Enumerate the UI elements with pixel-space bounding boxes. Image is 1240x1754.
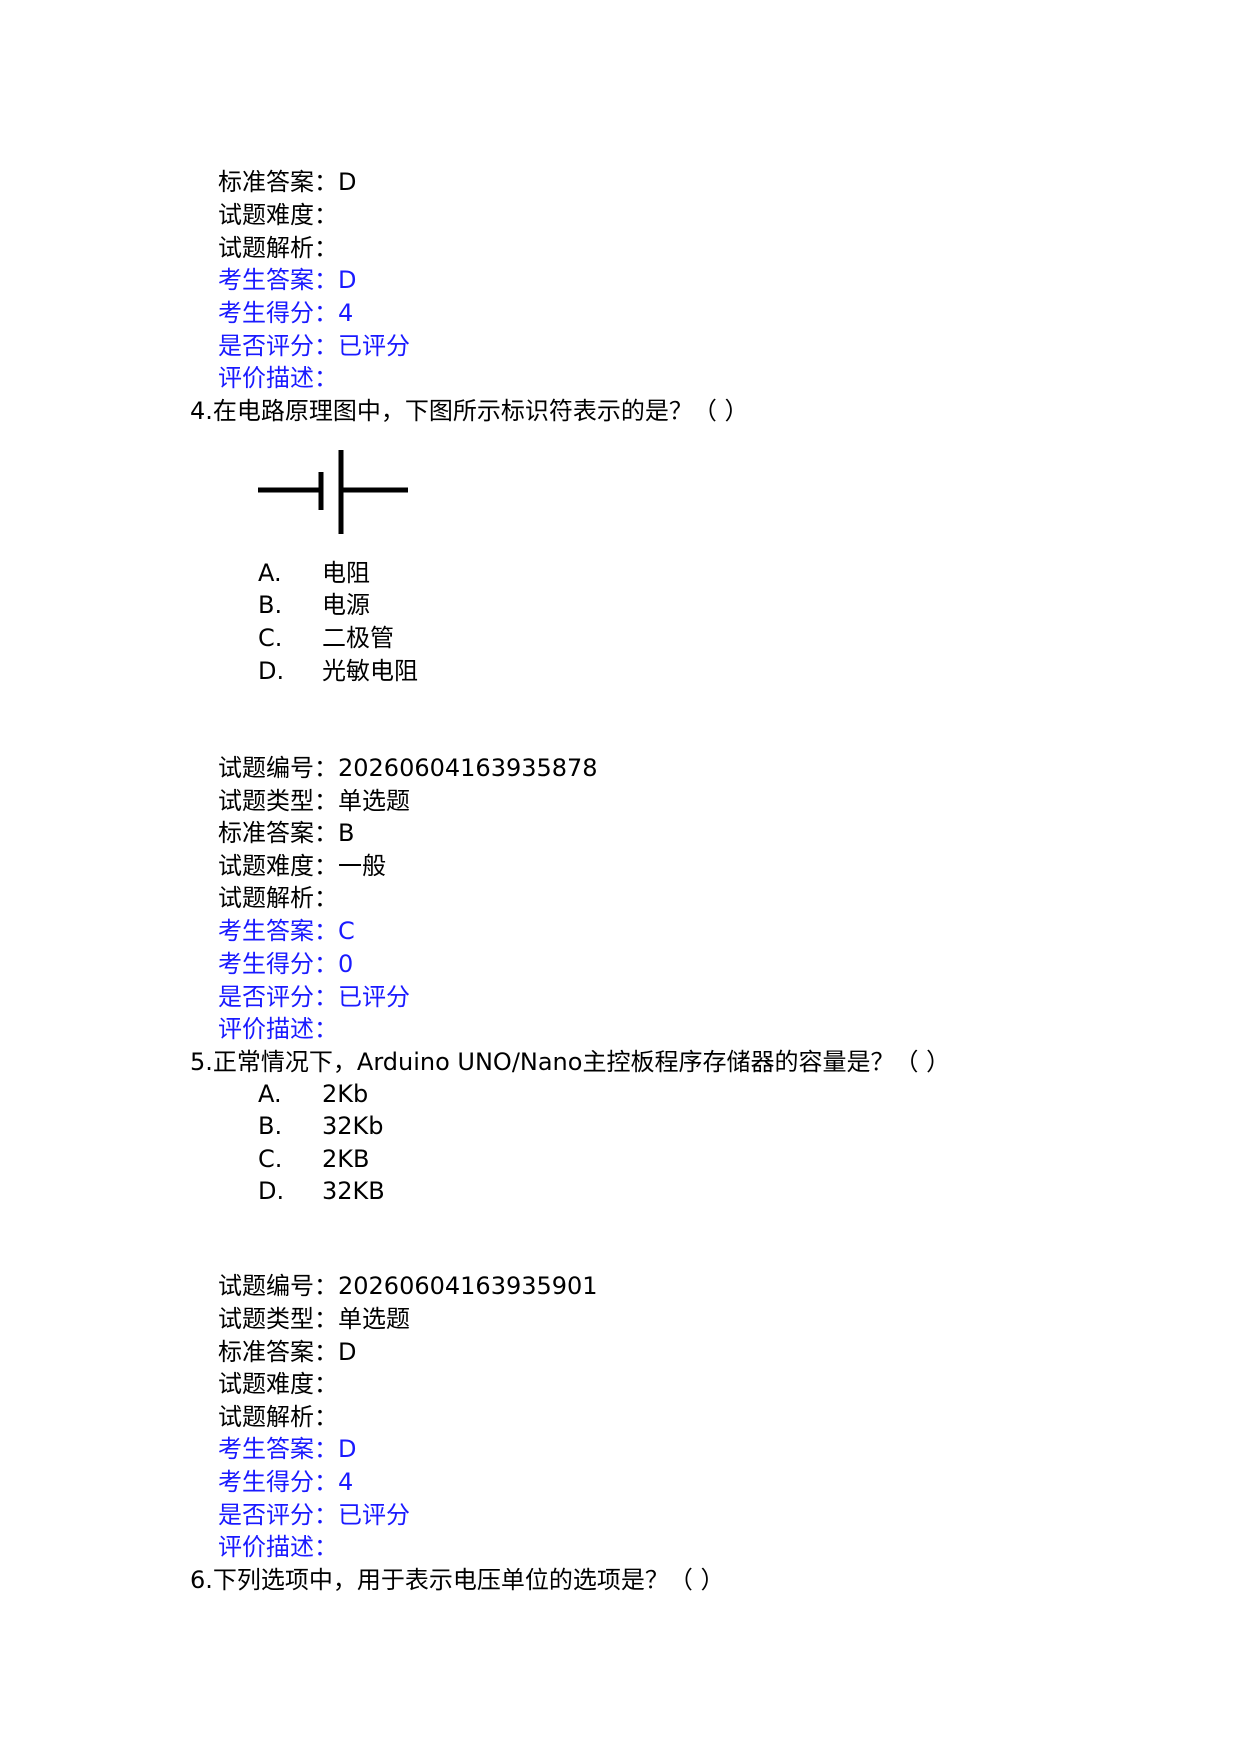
difficulty: 试题难度： xyxy=(218,201,338,229)
option-c-letter: C. xyxy=(258,624,283,652)
student-score: 考生得分：4 xyxy=(218,299,354,327)
option-c-text: 2KB xyxy=(322,1145,370,1173)
option-d-text: 32KB xyxy=(322,1177,385,1205)
standard-answer: 标准答案：B xyxy=(218,819,355,847)
option-a-letter: A. xyxy=(258,559,282,587)
student-answer: 考生答案：C xyxy=(218,917,355,945)
analysis: 试题解析： xyxy=(218,1403,338,1431)
difficulty: 试题难度： xyxy=(218,1370,338,1398)
option-a-letter: A. xyxy=(258,1080,282,1108)
option-b-text: 32Kb xyxy=(322,1112,384,1140)
standard-answer: 标准答案：D xyxy=(218,1338,357,1366)
option-c-letter: C. xyxy=(258,1145,283,1173)
question-4: 4.在电路原理图中，下图所示标识符表示的是？（ ） xyxy=(190,395,749,427)
option-a-text: 2Kb xyxy=(322,1080,369,1108)
graded-status: 是否评分：已评分 xyxy=(218,332,410,360)
option-b-letter: B. xyxy=(258,1112,283,1140)
option-d-text: 光敏电阻 xyxy=(322,657,418,685)
question-number: 6. xyxy=(190,1566,213,1594)
question-6: 6.下列选项中，用于表示电压单位的选项是？（ ） xyxy=(190,1564,725,1596)
question-stem: 在电路原理图中，下图所示标识符表示的是？（ ） xyxy=(212,397,749,425)
graded-status: 是否评分：已评分 xyxy=(218,983,410,1011)
student-score: 考生得分：0 xyxy=(218,950,354,978)
question-type: 试题类型：单选题 xyxy=(218,787,410,815)
question-5: 5.正常情况下，Arduino UNO/Nano主控板程序存储器的容量是？（ ） xyxy=(190,1046,950,1078)
option-d-letter: D. xyxy=(258,1177,285,1205)
question-number: 4. xyxy=(190,397,213,425)
analysis: 试题解析： xyxy=(218,884,338,912)
difficulty: 试题难度：一般 xyxy=(218,852,386,880)
question-type: 试题类型：单选题 xyxy=(218,1305,410,1333)
comment: 评价描述： xyxy=(218,1533,338,1561)
option-c-text: 二极管 xyxy=(322,624,394,652)
analysis: 试题解析： xyxy=(218,234,338,262)
comment: 评价描述： xyxy=(218,364,338,392)
question-number: 5. xyxy=(190,1048,213,1076)
standard-answer: 标准答案：D xyxy=(218,168,357,196)
question-stem: 下列选项中，用于表示电压单位的选项是？（ ） xyxy=(212,1566,725,1594)
student-answer: 考生答案：D xyxy=(218,1435,357,1463)
battery-symbol-icon xyxy=(258,450,408,534)
graded-status: 是否评分：已评分 xyxy=(218,1501,410,1529)
question-id: 试题编号：20260604163935901 xyxy=(218,1272,598,1300)
question-id: 试题编号：20260604163935878 xyxy=(218,754,598,782)
comment: 评价描述： xyxy=(218,1015,338,1043)
option-b-letter: B. xyxy=(258,591,283,619)
question-stem: 正常情况下，Arduino UNO/Nano主控板程序存储器的容量是？（ ） xyxy=(212,1048,951,1076)
option-d-letter: D. xyxy=(258,657,285,685)
option-a-text: 电阻 xyxy=(322,559,370,587)
option-b-text: 电源 xyxy=(322,591,370,619)
student-score: 考生得分：4 xyxy=(218,1468,354,1496)
student-answer: 考生答案：D xyxy=(218,266,357,294)
